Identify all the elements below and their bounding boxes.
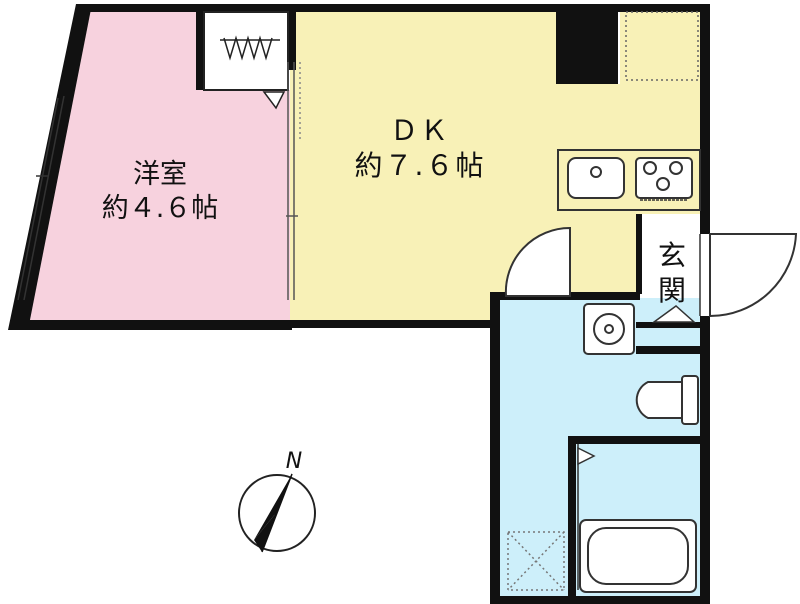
- north-wall: [80, 4, 710, 12]
- compass-north-label: N: [285, 449, 303, 474]
- toilet: [635, 375, 699, 425]
- entry-wall-b: [636, 322, 706, 328]
- closet-west-wall: [196, 10, 204, 90]
- entry-wall-a: [636, 214, 642, 294]
- closet-post: [556, 10, 618, 84]
- western-room-size: 約４.６帖: [101, 192, 219, 224]
- east-wall-lower: [700, 316, 710, 604]
- western-room-area: [20, 12, 290, 322]
- bath-partition-h: [568, 436, 708, 444]
- dk-name: ＤＫ: [389, 114, 450, 147]
- entry-wall-c: [636, 346, 706, 354]
- western-room-label: 洋室 約４.６帖: [60, 158, 260, 226]
- dk-size: 約７.６帖: [354, 149, 486, 182]
- entrance-name-1: 玄: [657, 239, 686, 272]
- entrance-step: [651, 305, 696, 323]
- western-south-wall: [10, 320, 292, 330]
- wet-west-wall: [490, 292, 500, 604]
- entrance-label: 玄 関: [648, 238, 696, 308]
- wet-area-door: [504, 226, 571, 297]
- compass: [238, 473, 316, 553]
- closet: [203, 11, 289, 91]
- dk-label: ＤＫ 約７.６帖: [320, 113, 520, 183]
- washbasin: [583, 303, 635, 355]
- entrance-door: [709, 233, 798, 318]
- washer-space: [507, 531, 565, 591]
- western-room-name: 洋室: [133, 159, 187, 190]
- dk-south-wall: [290, 320, 500, 328]
- closet-east-wall: [288, 10, 296, 70]
- entrance-name-2: 関: [657, 274, 686, 307]
- fridge-space: [625, 11, 699, 81]
- wet-south-wall: [490, 596, 710, 604]
- bath-partition-v: [568, 436, 576, 604]
- east-wall-upper: [700, 4, 710, 234]
